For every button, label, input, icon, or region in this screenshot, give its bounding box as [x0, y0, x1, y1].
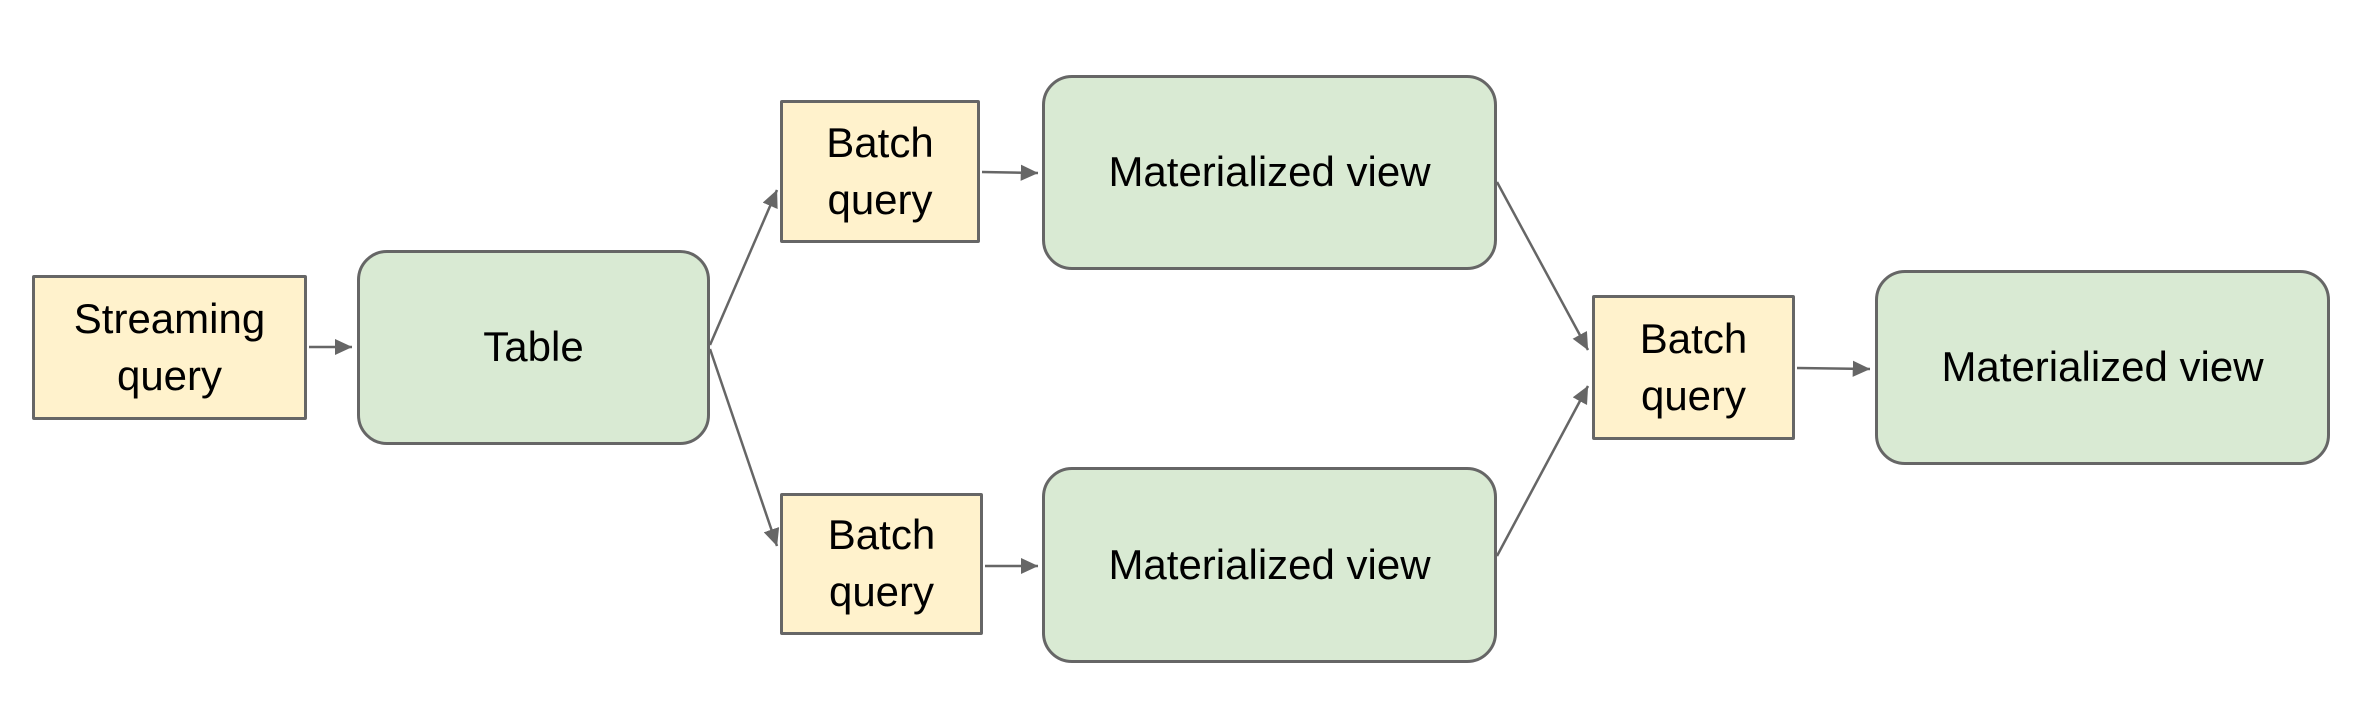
node-label: Materialized view [1108, 540, 1431, 588]
node-materialized-view-bottom: Materialized view [1042, 467, 1497, 663]
node-materialized-view-top: Materialized view [1042, 75, 1497, 270]
edge-table-to-batch-query-bottom [708, 348, 780, 547]
node-label: Table [483, 323, 584, 371]
edge-mat-view-bottom-to-batch-query-right [1495, 385, 1590, 557]
edge-batch-query-right-to-mat-view-right [1796, 360, 1871, 377]
edge-table-to-batch-query-top [708, 189, 779, 346]
edge-mat-view-top-to-batch-query-right [1495, 181, 1590, 351]
node-label: Streaming query [73, 294, 266, 399]
node-label: Materialized view [1941, 343, 2264, 391]
node-batch-query-bottom: Batch query [780, 493, 983, 635]
node-batch-query-right: Batch query [1592, 295, 1795, 440]
node-label: Materialized view [1108, 148, 1431, 196]
node-streaming-query: Streaming query [32, 275, 307, 420]
node-table: Table [357, 250, 710, 445]
node-label: Batch query [826, 118, 934, 223]
node-label: Batch query [1639, 314, 1748, 419]
node-materialized-view-right: Materialized view [1875, 270, 2330, 465]
node-batch-query-top: Batch query [780, 100, 980, 243]
edge-batch-query-top-to-mat-view-top [981, 164, 1039, 181]
node-label: Batch query [827, 511, 936, 615]
